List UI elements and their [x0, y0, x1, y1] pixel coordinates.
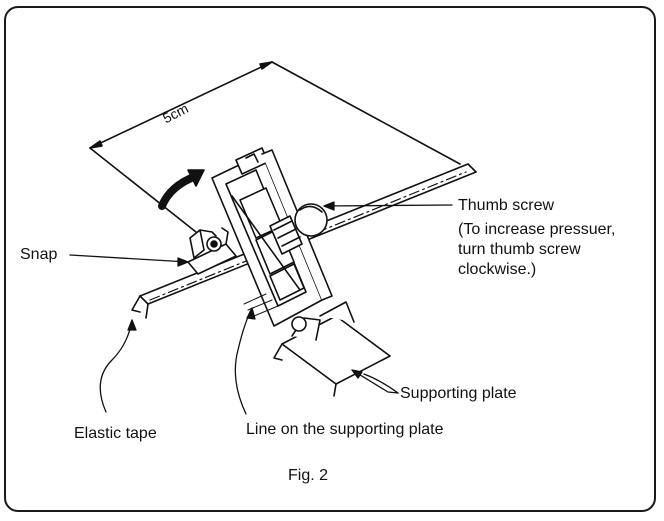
snap-part: [187, 227, 237, 275]
leader-lines: [69, 201, 453, 415]
snap-label: Snap: [20, 246, 58, 263]
supporting-plate-label: Supporting plate: [400, 385, 517, 402]
supporting-plate-part: [273, 301, 391, 397]
figure-caption: Fig. 2: [288, 467, 329, 484]
thumb-screw-note: (To increase pressuer, turn thumb screw …: [458, 221, 616, 278]
dimension-5cm: [89, 61, 461, 233]
elastic-tape-label: Elastic tape: [74, 425, 157, 442]
rotation-arrow: [158, 169, 205, 210]
thumb-screw-label: Thumb screw: [458, 197, 555, 214]
line-on-plate-label: Line on the supporting plate: [246, 421, 444, 438]
figure-frame: [4, 6, 656, 512]
thumb-screw-part: [269, 203, 328, 255]
